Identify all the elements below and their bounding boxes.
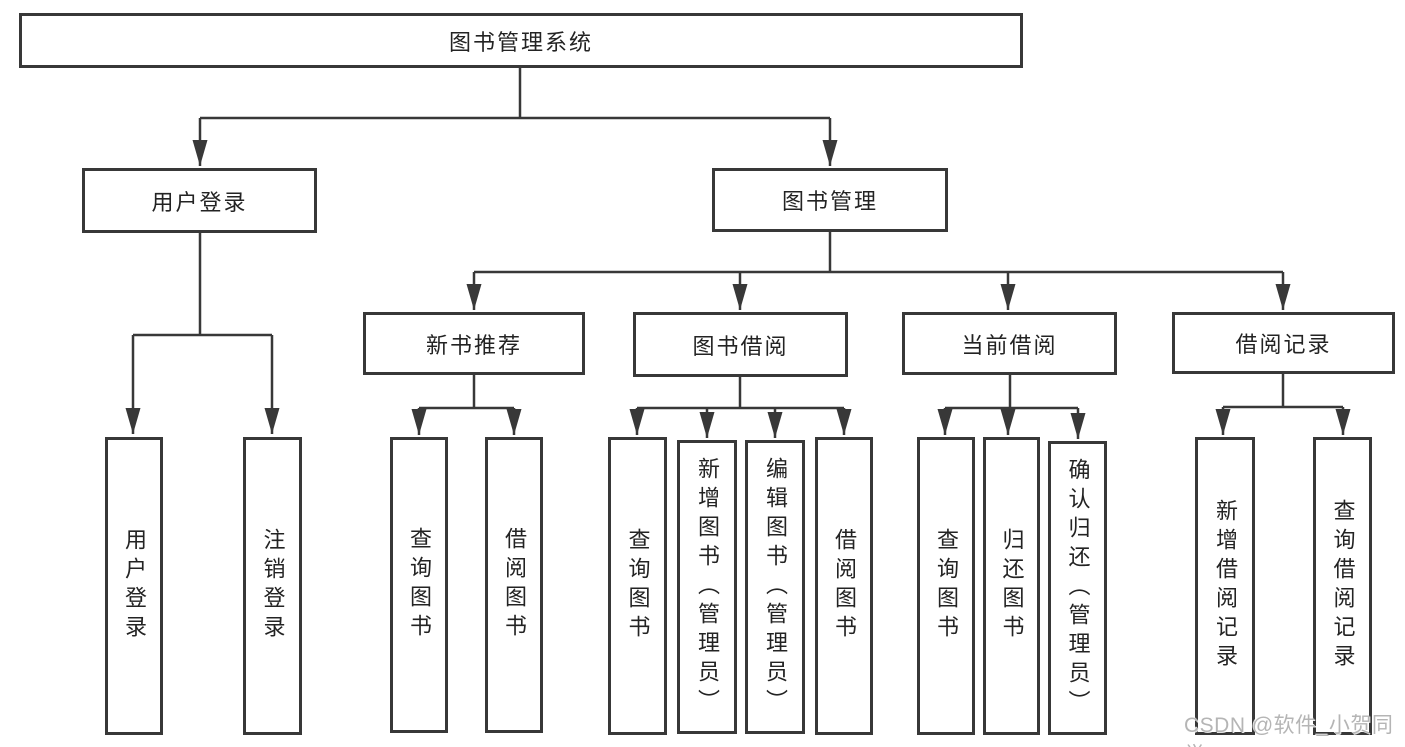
- node-root: 图书管理系统: [19, 13, 1023, 68]
- watermark: CSDN @软件_小贺同学: [1184, 714, 1394, 747]
- leaf-edit-books-admin: 编辑图书（管理员）: [745, 440, 805, 734]
- leaf-query-books-1: 查询图书: [390, 437, 448, 733]
- node-borrowing-records: 借阅记录: [1172, 312, 1395, 374]
- leaf-borrow-books-1: 借阅图书: [485, 437, 543, 733]
- node-book-management: 图书管理: [712, 168, 948, 232]
- leaf-borrow-books-2: 借阅图书: [815, 437, 873, 735]
- leaf-add-books-admin: 新增图书（管理员）: [677, 440, 737, 734]
- leaf-query-books-3: 查询图书: [917, 437, 975, 735]
- leaf-query-books-2: 查询图书: [608, 437, 667, 735]
- leaf-user-login: 用户登录: [105, 437, 163, 735]
- node-book-borrowing: 图书借阅: [633, 312, 848, 377]
- leaf-confirm-return-admin: 确认归还（管理员）: [1048, 441, 1107, 735]
- node-user-login: 用户登录: [82, 168, 317, 233]
- leaf-add-borrow-record: 新增借阅记录: [1195, 437, 1255, 735]
- leaf-logout: 注销登录: [243, 437, 302, 735]
- node-current-borrowing: 当前借阅: [902, 312, 1117, 375]
- node-new-book-recommend: 新书推荐: [363, 312, 585, 375]
- leaf-return-books: 归还图书: [983, 437, 1040, 735]
- leaf-query-borrow-record: 查询借阅记录: [1313, 437, 1372, 735]
